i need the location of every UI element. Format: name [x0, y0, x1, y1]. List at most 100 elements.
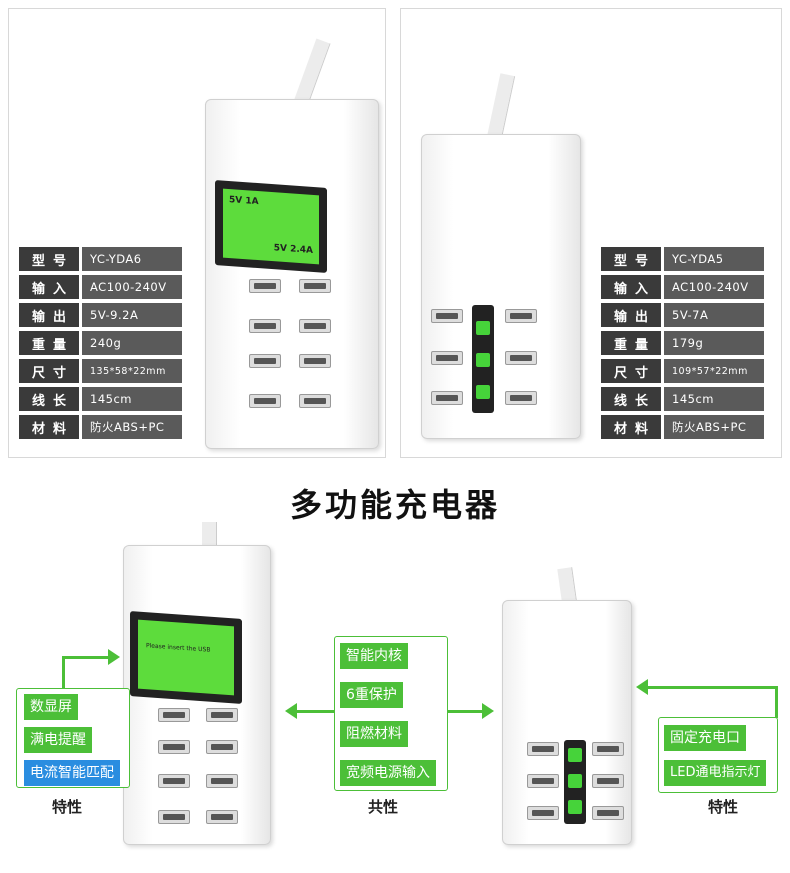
arrow-right-icon: [108, 649, 120, 665]
feature-caption-left: 特性: [52, 798, 83, 816]
usb-port: [206, 740, 238, 754]
usb-port: [158, 774, 190, 788]
spec-row: 材料防火ABS+PC: [601, 415, 764, 439]
usb-port: [527, 742, 559, 756]
spec-key: 尺寸: [19, 359, 79, 383]
usb-port: [249, 354, 281, 368]
spec-key: 重量: [19, 331, 79, 355]
spec-value: YC-YDA6: [82, 247, 182, 271]
spec-value: AC100-240V: [82, 275, 182, 299]
led-indicator: [568, 748, 582, 762]
spec-key: 输出: [601, 303, 661, 327]
lcd-line-1: 5V 1A: [229, 195, 259, 208]
lcd-message: Please insert the USB: [146, 642, 211, 654]
spec-key: 线长: [601, 387, 661, 411]
usb-port: [158, 740, 190, 754]
spec-value: 145cm: [82, 387, 182, 411]
feature-tag: 6重保护: [340, 682, 403, 708]
usb-port: [505, 309, 537, 323]
arrow-connector: [62, 656, 110, 659]
spec-key: 线长: [19, 387, 79, 411]
arrow-connector: [62, 657, 65, 689]
usb-port: [431, 309, 463, 323]
feature-tag-highlight: 电流智能匹配: [24, 760, 120, 786]
led-indicator: [476, 385, 490, 399]
spec-key: 型号: [601, 247, 661, 271]
led-indicator: [568, 774, 582, 788]
spec-key: 输入: [19, 275, 79, 299]
lcd-display: 5V 1A 5V 2.4A: [215, 180, 327, 273]
usb-port: [299, 319, 331, 333]
spec-key: 输出: [19, 303, 79, 327]
usb-port: [592, 742, 624, 756]
usb-port: [249, 394, 281, 408]
feature-caption-common: 共性: [368, 798, 399, 816]
feature-tag: 满电提醒: [24, 727, 92, 753]
led-indicator: [568, 800, 582, 814]
usb-port: [505, 351, 537, 365]
lcd-line-2: 5V 2.4A: [273, 243, 313, 256]
feature-tag: 数显屏: [24, 694, 78, 720]
arrow-connector: [775, 686, 778, 718]
usb-port: [505, 391, 537, 405]
feature-tag: 智能内核: [340, 643, 408, 669]
feature-tag: LED通电指示灯: [664, 760, 767, 786]
led-indicator: [476, 321, 490, 335]
usb-port: [431, 391, 463, 405]
spec-value: 5V-9.2A: [82, 303, 182, 327]
spec-key: 尺寸: [601, 359, 661, 383]
spec-key: 材料: [601, 415, 661, 439]
led-indicator-strip: [564, 740, 586, 824]
usb-port: [249, 279, 281, 293]
spec-value: 135*58*22mm: [82, 359, 182, 383]
spec-value: YC-YDA5: [664, 247, 764, 271]
arrow-right-icon: [482, 703, 494, 719]
usb-port: [592, 774, 624, 788]
usb-port: [527, 806, 559, 820]
spec-value: 防火ABS+PC: [82, 415, 182, 439]
usb-port: [206, 810, 238, 824]
usb-port: [299, 354, 331, 368]
spec-value: 145cm: [664, 387, 764, 411]
feature-caption-right: 特性: [708, 798, 739, 816]
usb-port: [431, 351, 463, 365]
usb-port: [249, 319, 281, 333]
usb-port: [158, 810, 190, 824]
charger-yda6-image: [205, 99, 379, 449]
usb-port: [206, 708, 238, 722]
usb-port: [206, 774, 238, 788]
spec-key: 重量: [601, 331, 661, 355]
spec-value: 109*57*22mm: [664, 359, 764, 383]
arrow-left-icon: [285, 703, 297, 719]
arrow-connector: [296, 710, 334, 713]
usb-port: [158, 708, 190, 722]
feature-tag: 阻燃材料: [340, 721, 408, 747]
spec-value: 179g: [664, 331, 764, 355]
page-title: 多功能充电器: [289, 486, 500, 524]
feature-tag: 固定充电口: [664, 725, 746, 751]
arrow-left-icon: [636, 679, 648, 695]
arrow-connector: [646, 686, 778, 689]
lcd-display: Please insert the USB: [130, 611, 242, 704]
arrow-connector: [448, 710, 484, 713]
charger-yda5-image: [421, 134, 581, 439]
feature-tag: 宽频电源输入: [340, 760, 436, 786]
spec-key: 输入: [601, 275, 661, 299]
spec-key: 材料: [19, 415, 79, 439]
spec-value: 防火ABS+PC: [664, 415, 764, 439]
usb-port: [527, 774, 559, 788]
